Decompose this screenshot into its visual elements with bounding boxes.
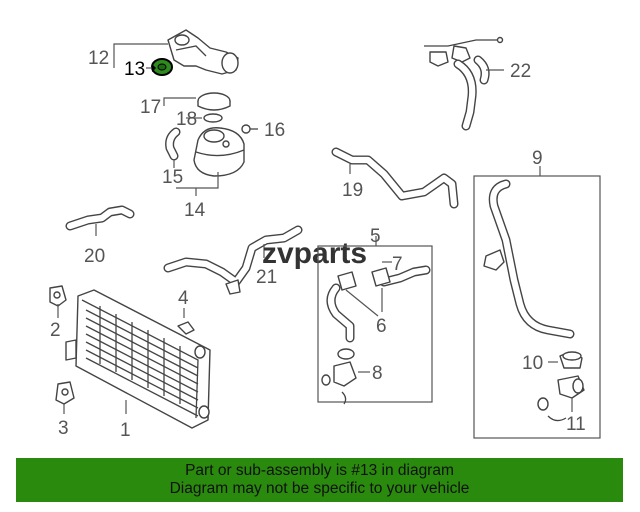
- part-5-group-box: [317, 245, 433, 403]
- part-3-lower-bracket[interactable]: [55, 381, 75, 405]
- part-14-expansion-tank[interactable]: [193, 127, 245, 177]
- part-12-thermostat-housing[interactable]: [167, 29, 239, 75]
- callout-20: 20: [84, 246, 105, 267]
- part-4-temperature-sensor[interactable]: [177, 321, 195, 335]
- callout-19: 19: [342, 180, 363, 201]
- callout-9: 9: [532, 148, 543, 169]
- info-banner: Part or sub-assembly is #13 in diagram D…: [16, 458, 623, 502]
- callout-17-18-leader: [163, 97, 202, 119]
- part-11-hose-fitting[interactable]: [537, 375, 585, 422]
- part-1-radiator[interactable]: [65, 289, 211, 429]
- callout-1: 1: [120, 420, 131, 441]
- callout-12-leader: [113, 43, 168, 68]
- callout-14: 14: [184, 200, 206, 221]
- callout-14-15-leader: [173, 160, 219, 196]
- watermark-logo: zvparts: [262, 237, 367, 270]
- callout-13-arrow: [152, 64, 156, 72]
- callout-22: 22: [510, 61, 531, 82]
- part-2-upper-bracket[interactable]: [49, 285, 67, 307]
- banner-line-part: Part or sub-assembly is #13 in diagram: [185, 462, 454, 479]
- part-9-group-box: [473, 175, 601, 439]
- banner-line-disclaimer: Diagram may not be specific to your vehi…: [169, 480, 470, 497]
- callout-15: 15: [162, 167, 183, 188]
- callout-7: 7: [392, 254, 403, 275]
- part-10-hose-connector[interactable]: [559, 351, 583, 369]
- callout-12: 12: [88, 48, 109, 69]
- part-16-screw[interactable]: [241, 124, 258, 134]
- part-20-bypass-hose[interactable]: [65, 205, 135, 231]
- callout-16: 16: [264, 120, 285, 141]
- callout-21: 21: [256, 267, 277, 288]
- part-7-hose[interactable]: [371, 265, 431, 287]
- callout-3: 3: [58, 418, 69, 439]
- part-19-coolant-pipe[interactable]: [331, 147, 459, 209]
- callout-13: 13: [124, 59, 145, 80]
- part-15-tank-hose[interactable]: [165, 127, 181, 161]
- callout-11: 11: [566, 414, 586, 435]
- callout-10: 10: [522, 353, 543, 374]
- callout-6-leader: [345, 288, 383, 317]
- callout-2: 2: [50, 320, 61, 341]
- callout-6: 6: [376, 316, 387, 337]
- callout-5: 5: [370, 226, 381, 247]
- callout-4: 4: [178, 288, 189, 309]
- part-17-expansion-cap[interactable]: [197, 92, 231, 111]
- part-21-coolant-pipe[interactable]: [163, 225, 303, 295]
- part-8-hose-fitting[interactable]: [321, 348, 357, 405]
- part-22-hose-assembly[interactable]: [424, 36, 504, 131]
- callout-8: 8: [372, 363, 383, 384]
- part-9-radiator-hose[interactable]: [483, 179, 575, 339]
- part-6-hose[interactable]: [326, 271, 357, 343]
- callout-17: 17: [140, 97, 161, 118]
- part-13-o-ring[interactable]: [151, 58, 173, 76]
- part-18-seal-ring[interactable]: [203, 113, 223, 123]
- callout-18: 18: [176, 109, 197, 130]
